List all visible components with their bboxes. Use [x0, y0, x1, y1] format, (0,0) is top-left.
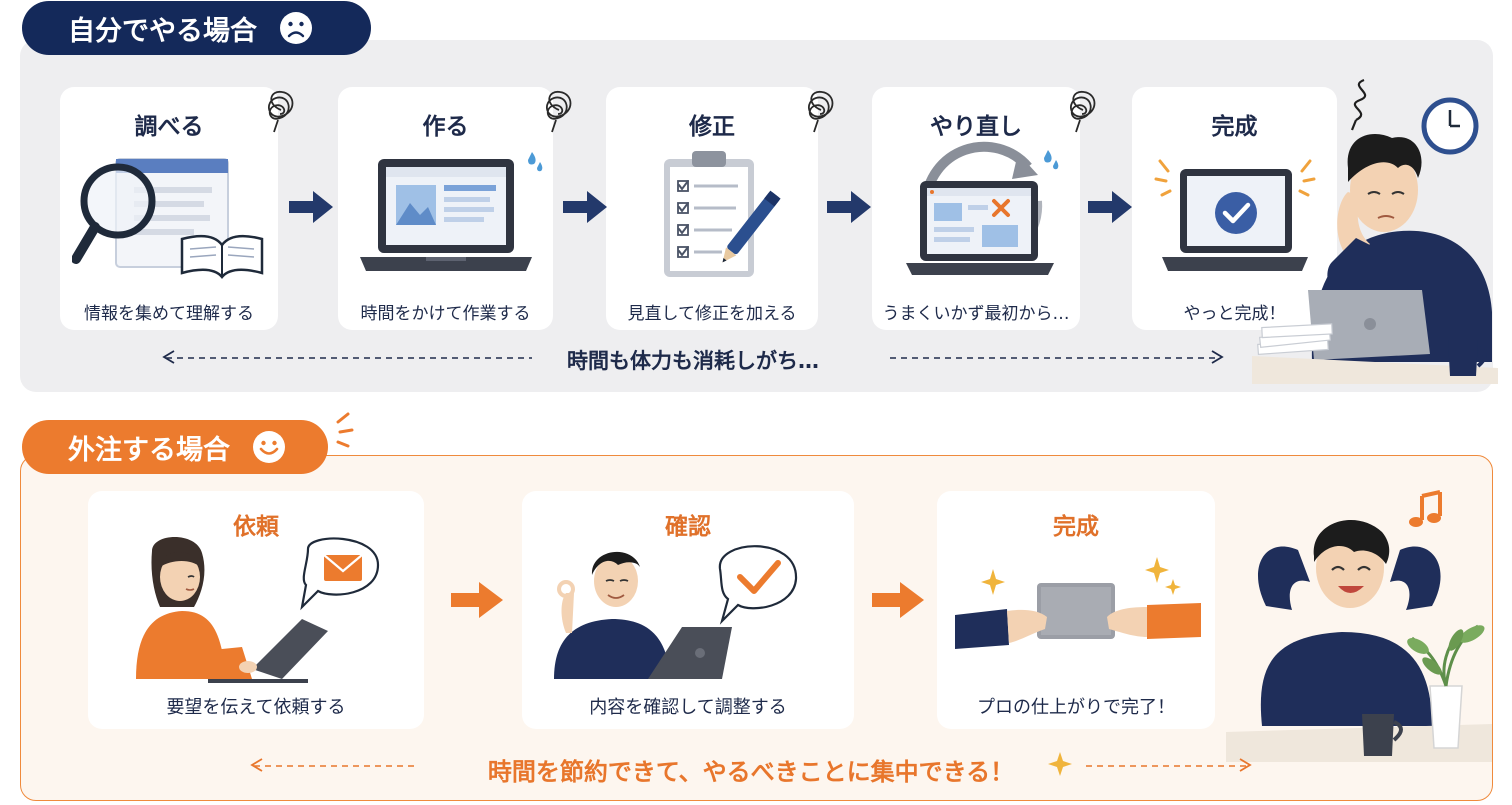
- laptop-check-icon: [1154, 159, 1316, 271]
- step-title: 作る: [422, 114, 469, 140]
- step-title: 調べる: [134, 114, 204, 140]
- step-caption: うまくいかず最初から…: [882, 304, 1070, 324]
- self-work-heading: 自分でやる場合: [68, 15, 257, 47]
- laptop-retry-icon: [906, 141, 1054, 275]
- step-caption: プロの仕上がりで完了！: [977, 697, 1175, 718]
- sad-face-icon: [280, 12, 312, 44]
- outsource-flow-note: 時間を節約できて、やるべきことに集中できる！: [248, 752, 1254, 787]
- arrow-right-icon: [289, 191, 333, 223]
- outsource-step-confirm: 確認 内容を確認して調整する: [522, 491, 854, 729]
- self-step-complete: 完成 やっと完成！: [1132, 87, 1337, 330]
- arrow-right-icon: [872, 582, 924, 618]
- self-flow-note: 時間も体力も消耗しがち…: [160, 345, 1226, 375]
- self-flow-text: 時間も体力も消耗しがち…: [567, 349, 819, 373]
- self-step-revise: 修正 見直して修正を加える: [606, 87, 818, 330]
- outsource-heading-tab: 外注する場合: [22, 420, 328, 474]
- step-title: 完成: [1053, 514, 1099, 540]
- step-title: 依頼: [233, 514, 279, 540]
- outsource-flow-text: 時間を節約できて、やるべきことに集中できる！: [487, 758, 1015, 786]
- relaxed-man-icon: [1226, 490, 1492, 762]
- sweat-drop-icon: [528, 152, 543, 172]
- step-caption: 時間をかけて作業する: [360, 304, 531, 324]
- tired-man-at-laptop-icon: [1252, 78, 1498, 384]
- arrow-right-icon: [451, 582, 503, 618]
- self-step-research: 調べる 情報を集めて理解する: [60, 87, 278, 330]
- self-step-redo: やり直し うまくいかず最初から…: [872, 87, 1080, 330]
- outsource-heading: 外注する場合: [68, 434, 230, 466]
- step-title: 完成: [1211, 114, 1258, 140]
- step-caption: やっと完成！: [1183, 304, 1286, 324]
- sparkle-lines-icon: [336, 412, 354, 448]
- double-dashed-arrow-icon: [250, 752, 1252, 776]
- double-dashed-arrow-icon: [162, 350, 1224, 364]
- step-title: 確認: [665, 514, 711, 540]
- self-step-make: 作る 時間をかけて作業する: [338, 87, 553, 330]
- step-title: 修正: [689, 114, 735, 140]
- step-caption: 要望を伝えて依頼する: [166, 697, 346, 718]
- smile-face-icon: [253, 431, 285, 463]
- step-caption: 情報を集めて理解する: [84, 304, 254, 324]
- arrow-right-icon: [1088, 191, 1132, 223]
- stress-scribble-icon: [808, 91, 834, 133]
- man-ok-check-icon: [554, 545, 798, 679]
- clipboard-checklist-pen-icon: [664, 151, 781, 277]
- outsource-step-request: 依頼 要望を伝えて依頼する: [88, 491, 424, 729]
- step-caption: 見直して修正を加える: [627, 304, 797, 324]
- handover-sparkle-icon: [955, 557, 1201, 649]
- sweat-drop-icon: [1044, 150, 1059, 170]
- laptop-work-icon: [360, 159, 532, 271]
- step-title: やり直し: [930, 114, 1022, 140]
- arrow-right-icon: [563, 191, 607, 223]
- arrow-right-icon: [827, 191, 871, 223]
- stress-scribble-icon: [1070, 91, 1096, 133]
- woman-laptop-mail-icon: [136, 537, 380, 683]
- magnifier-document-book-icon: [72, 158, 264, 279]
- self-work-heading-tab: 自分でやる場合: [22, 1, 371, 55]
- outsource-step-complete: 完成 プロの仕上がりで完了！: [937, 491, 1215, 729]
- stress-scribble-icon: [546, 91, 572, 133]
- step-caption: 内容を確認して調整する: [589, 697, 787, 718]
- stress-scribble-icon: [268, 91, 294, 133]
